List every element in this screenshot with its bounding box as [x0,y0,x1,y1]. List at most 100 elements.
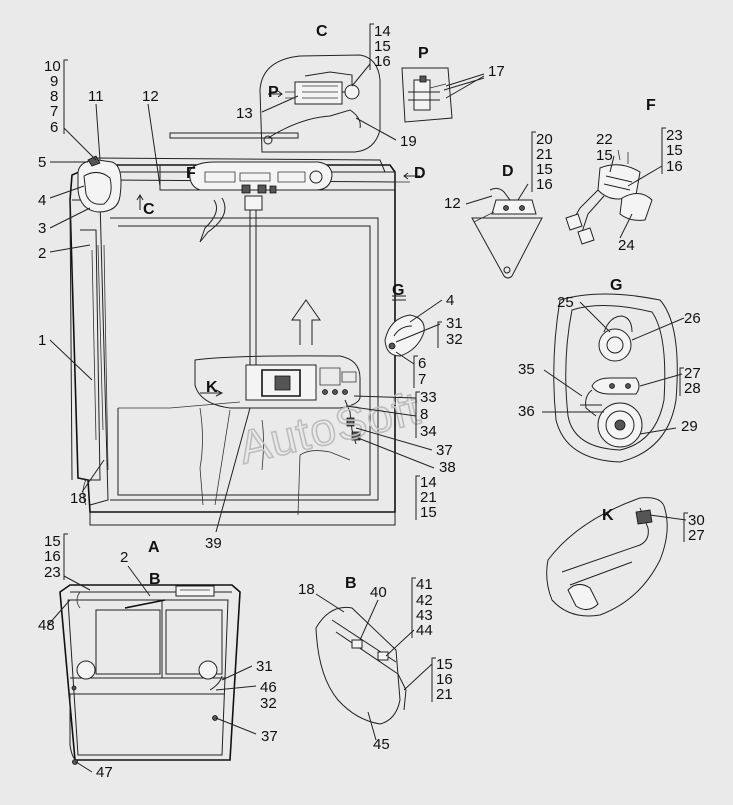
callout-14: 14 [374,23,391,40]
callout-15: 15 [420,504,437,521]
view-letter-k: K [206,379,218,396]
bracket-11 [411,577,416,638]
callout-23: 23 [666,127,683,144]
view-k-detail [546,497,668,617]
callout-12: 12 [142,88,159,105]
leader-line-12 [445,73,485,87]
callout-10: 10 [44,58,61,75]
bracket-9 [683,512,688,542]
leader-line-38 [221,665,253,681]
bracket-12 [431,657,436,702]
callout-24: 24 [618,237,635,254]
leader-line-30 [543,369,583,397]
callout-47: 47 [96,764,113,781]
callout-6: 6 [50,119,58,136]
callout-15: 15 [374,38,391,55]
callout-25: 25 [557,294,574,311]
callout-42: 42 [416,592,433,609]
leader-line-5 [49,207,91,229]
callout-17: 17 [488,63,505,80]
leader-line-43 [359,599,379,641]
view-letter-d: D [414,165,426,182]
callout-27: 27 [688,527,705,544]
view-letter-c: C [143,201,155,218]
callout-14: 14 [420,474,437,491]
view-letter-d: D [502,163,514,180]
view-letter-b: B [149,571,161,588]
leader-line-17 [609,155,615,173]
view-letter-g: G [610,277,622,294]
callout-6: 6 [418,355,426,372]
callout-31: 31 [446,315,463,332]
bracket-1 [369,23,374,70]
leader-line-10 [261,95,299,113]
callout-16: 16 [374,53,391,70]
callout-34: 34 [420,423,437,440]
callout-3: 3 [38,220,46,237]
callout-11: 11 [88,88,104,105]
callout-7: 7 [418,371,426,388]
leader-line-14 [443,77,485,91]
bracket-0 [63,59,68,134]
callout-16: 16 [666,158,683,175]
callout-2: 2 [38,245,46,262]
callout-16: 16 [44,548,61,565]
leader-line-34 [649,514,687,521]
leader-line-36 [127,565,151,597]
leader-line-18 [627,165,663,187]
leader-line-46 [367,711,377,741]
callout-27: 27 [684,365,701,382]
bracket-5 [413,355,418,388]
callout-12: 12 [444,195,461,212]
callout-28: 28 [684,380,701,397]
callout-37: 37 [261,728,278,745]
view-f-detail [565,149,653,245]
callout-32: 32 [446,331,463,348]
bracket-2 [531,131,536,192]
leader-line-11 [355,117,397,141]
callout-15: 15 [596,147,613,164]
callout-15: 15 [44,533,61,550]
leader-line-20 [409,299,443,323]
label-brackets [63,23,688,702]
callout-33: 33 [420,389,437,406]
callout-32: 32 [260,695,277,712]
callout-15: 15 [666,142,683,159]
leader-lines [47,63,687,773]
view-letter-g: G [392,282,404,299]
leader-line-37 [47,599,71,626]
callout-29: 29 [681,418,698,435]
leader-line-21 [395,323,441,343]
leader-line-25 [355,427,433,451]
leader-line-27 [215,407,251,533]
view-letter-c: C [316,23,328,40]
callout-21: 21 [536,146,553,163]
callout-26: 26 [684,310,701,327]
callout-38: 38 [439,459,456,476]
leader-line-4 [49,185,85,199]
callout-37: 37 [436,442,453,459]
callout-16: 16 [536,176,553,193]
callout-35: 35 [518,361,535,378]
callout-1: 1 [38,332,46,349]
view-a-detail [59,584,241,765]
leader-line-1 [95,103,101,161]
callout-4: 4 [446,292,454,309]
callout-45: 45 [373,736,390,753]
view-letter-a: A [148,539,160,556]
leader-line-16 [465,195,493,205]
main-cab-view [69,90,425,526]
leader-line-0 [63,127,97,161]
callout-40: 40 [370,584,387,601]
view-letter-k: K [602,507,614,524]
bracket-6 [415,391,420,438]
leader-line-42 [315,593,345,613]
callout-19: 19 [400,133,417,150]
callout-18: 18 [298,581,315,598]
bracket-7 [415,475,420,520]
leader-line-24 [345,405,417,417]
callout-16: 16 [436,671,453,688]
view-letter-f: F [646,97,656,114]
bracket-10 [63,533,68,580]
